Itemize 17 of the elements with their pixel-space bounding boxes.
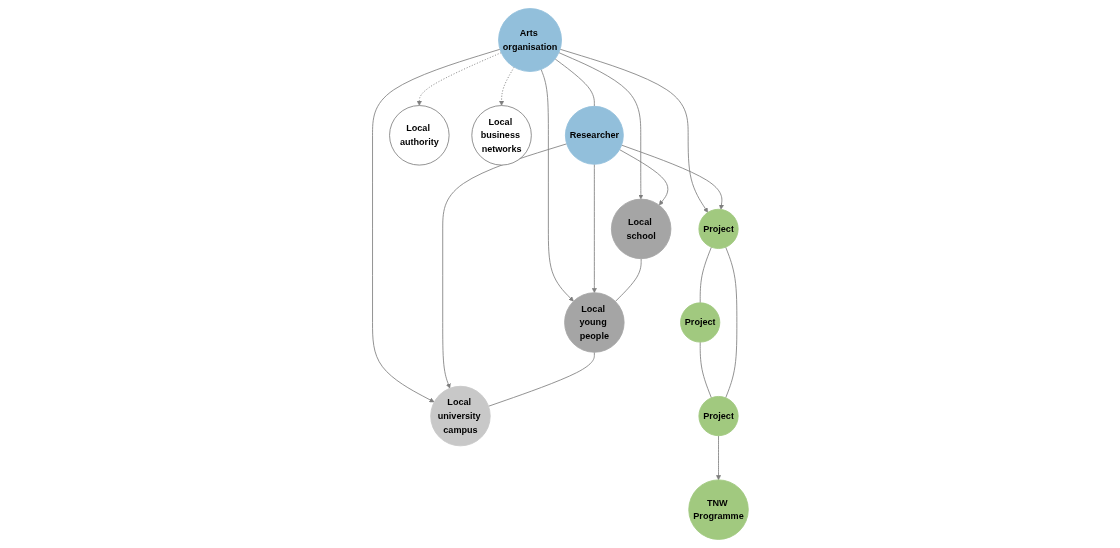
node-circle: Project — [698, 396, 739, 437]
connector — [699, 341, 712, 399]
connector — [487, 351, 595, 407]
node-circle: Project — [679, 302, 720, 343]
node-circle: Project — [698, 208, 739, 249]
node-circle: Researcher — [564, 105, 624, 165]
node-circle: Local young people — [563, 292, 625, 353]
connector — [554, 58, 595, 107]
node-circle: Local university campus — [429, 385, 491, 447]
connector — [699, 246, 712, 304]
node-circle: Local business networks — [470, 105, 532, 166]
node-circle: TNW Programme — [687, 479, 749, 540]
node-circle: Local school — [610, 198, 671, 260]
connector — [724, 246, 737, 399]
connector — [614, 258, 642, 302]
node-circle: Local authority — [388, 105, 450, 166]
node-circle: Arts organisation — [497, 8, 562, 72]
